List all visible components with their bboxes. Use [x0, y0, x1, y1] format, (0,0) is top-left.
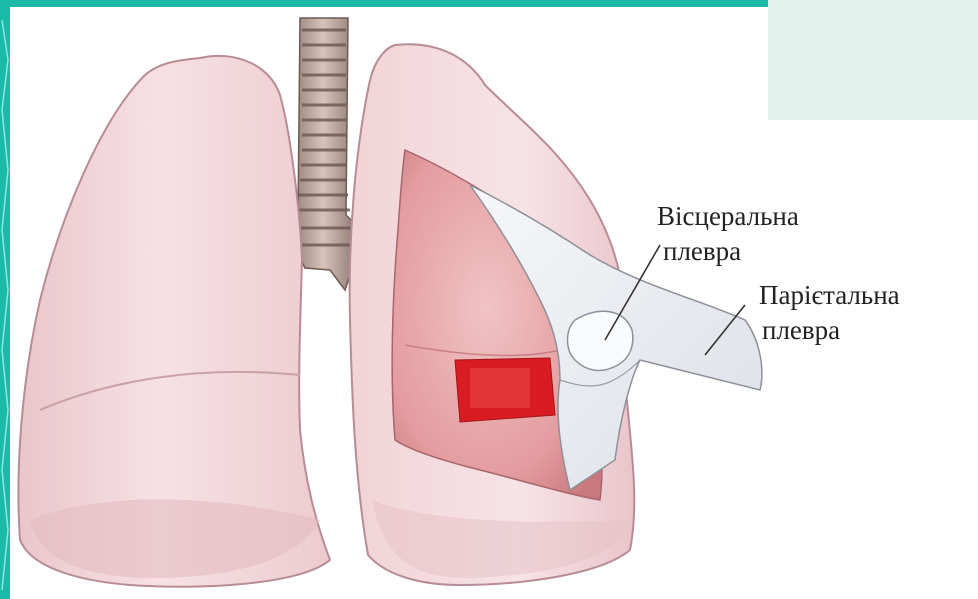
visceral-pleura-label-line1: Вісцеральна	[657, 203, 799, 229]
visceral-pleura-label-line2: плевра	[663, 238, 741, 264]
raw-tissue-highlight	[470, 368, 530, 408]
parietal-pleura-label-line2: плевра	[762, 317, 840, 343]
top-frame-strip	[0, 0, 768, 7]
parietal-pleura-label-line1: Парієтальна	[759, 282, 900, 308]
corner-panel	[768, 0, 978, 120]
visceral-pleura-flap	[568, 311, 633, 370]
